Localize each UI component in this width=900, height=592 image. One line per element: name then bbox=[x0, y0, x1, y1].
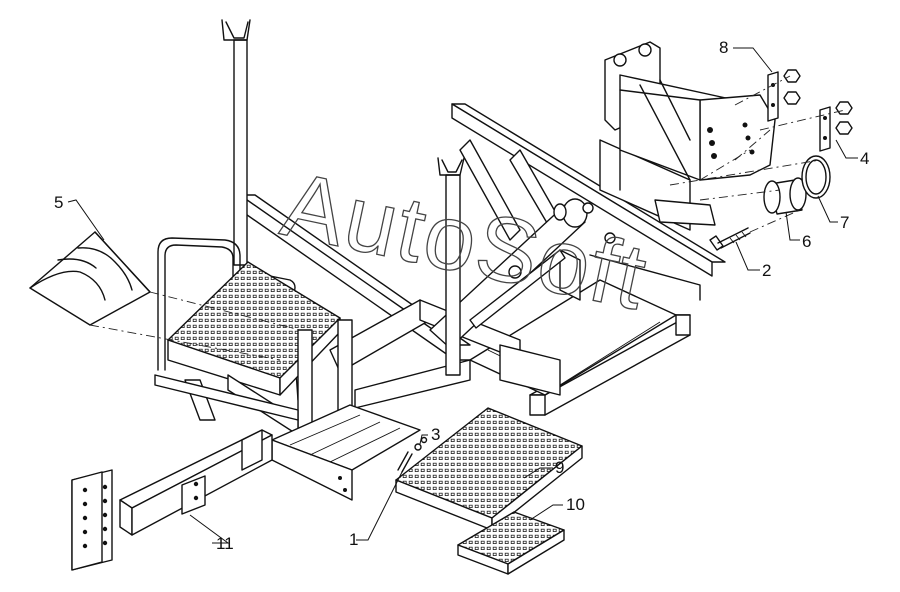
part-4-clamp-plate bbox=[819, 101, 853, 152]
part-1-bolt bbox=[397, 451, 413, 473]
callout-7: 7 bbox=[840, 213, 849, 232]
part-3-nut bbox=[414, 436, 428, 451]
part-7-ring bbox=[801, 155, 831, 199]
leader-lines bbox=[67, 47, 858, 544]
platform-assembly bbox=[154, 19, 465, 501]
callout-11: 11 bbox=[216, 534, 234, 553]
callout-8: 8 bbox=[719, 38, 728, 57]
callout-6: 6 bbox=[802, 232, 811, 251]
part-10-small-step bbox=[457, 511, 565, 575]
callout-2: 2 bbox=[762, 261, 771, 280]
callout-10: 10 bbox=[566, 495, 585, 514]
drawbar-beam bbox=[71, 429, 273, 571]
headstock-bracket bbox=[599, 41, 776, 231]
hydraulic-cylinder bbox=[429, 198, 616, 349]
callout-1: 1 bbox=[349, 530, 358, 549]
main-frame bbox=[239, 103, 726, 416]
part-8-clamp-plate bbox=[767, 69, 801, 122]
callout-9: 9 bbox=[555, 458, 564, 477]
part-6-bushing bbox=[763, 177, 807, 215]
callout-labels: 1 2 3 4 5 6 7 8 9 10 11 bbox=[54, 38, 869, 553]
part-2-bolt bbox=[709, 227, 751, 251]
callout-4: 4 bbox=[860, 149, 869, 168]
callout-3: 3 bbox=[431, 425, 440, 444]
part-5-wheel-chock bbox=[29, 231, 151, 326]
assembly-lines bbox=[89, 75, 846, 361]
callout-5: 5 bbox=[54, 193, 63, 212]
